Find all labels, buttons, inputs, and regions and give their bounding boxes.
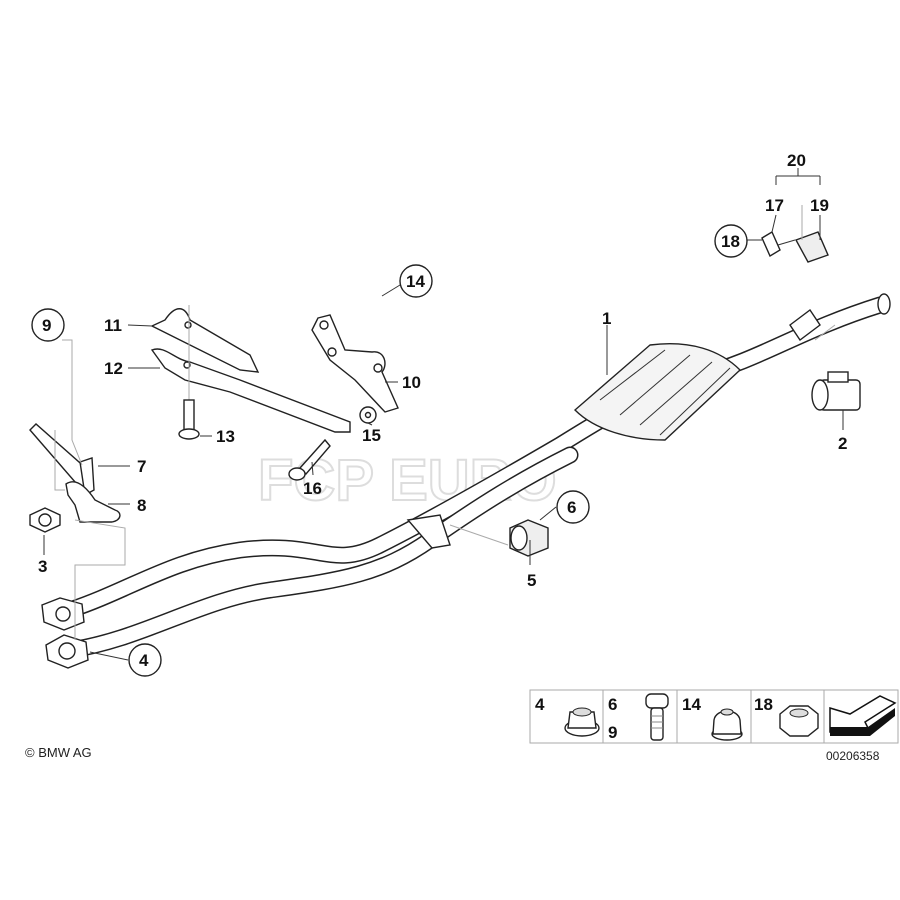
callout-9: 9	[42, 316, 51, 335]
pipe-clamp	[811, 371, 861, 411]
legend-item-4: 4	[535, 695, 600, 737]
callout-7: 7	[137, 457, 146, 476]
copyright: © BMW AG	[25, 745, 92, 760]
pipe-hanger	[406, 514, 451, 549]
pipe-brackets	[150, 305, 351, 440]
legend-label-9: 9	[608, 723, 617, 742]
legend-item-6-9: 6 9	[608, 693, 669, 742]
callout-13: 13	[216, 427, 235, 446]
flange-nut-icon	[564, 707, 600, 737]
leader-lines	[43, 168, 844, 661]
mounting-bracket	[311, 314, 399, 413]
callout-6: 6	[567, 498, 576, 517]
legend-label-6: 6	[608, 695, 617, 714]
diagram-number: 00206358	[826, 749, 880, 763]
callout-2: 2	[838, 434, 847, 453]
callout-8: 8	[137, 496, 146, 515]
cap-nut-icon	[711, 708, 743, 741]
callout-3: 3	[38, 557, 47, 576]
callout-14: 14	[406, 272, 425, 291]
callout-labels: 9 14 18 4 6 1 2 3 5 7 8 10 11 12 13 15 1…	[38, 151, 847, 670]
callout-11: 11	[104, 316, 122, 335]
legend-item-14: 14	[682, 695, 743, 741]
front-flanges	[41, 597, 89, 669]
callout-10: 10	[402, 373, 421, 392]
hex-bolt-icon	[645, 693, 669, 741]
callout-4: 4	[139, 651, 149, 670]
direction-arrow-icon	[829, 695, 897, 736]
exhaust-pipe	[61, 293, 891, 659]
hex-nut-icon	[779, 705, 819, 737]
fastener-legend: 4 6 9 14 18	[529, 689, 899, 744]
callout-19: 19	[810, 196, 829, 215]
callout-16: 16	[303, 479, 322, 498]
callout-20: 20	[787, 151, 806, 170]
catalytic-converter	[573, 343, 742, 441]
support-parts	[29, 423, 126, 640]
legend-label-18: 18	[754, 695, 773, 714]
callout-1: 1	[602, 309, 611, 328]
rubber-mount	[509, 519, 549, 557]
legend-item-18: 18	[754, 695, 819, 737]
legend-label-14: 14	[682, 695, 701, 714]
callout-12: 12	[104, 359, 123, 378]
callout-18: 18	[721, 232, 740, 251]
callout-15: 15	[362, 426, 381, 445]
callout-17: 17	[765, 196, 784, 215]
callout-5: 5	[527, 571, 536, 590]
legend-label-4: 4	[535, 695, 545, 714]
